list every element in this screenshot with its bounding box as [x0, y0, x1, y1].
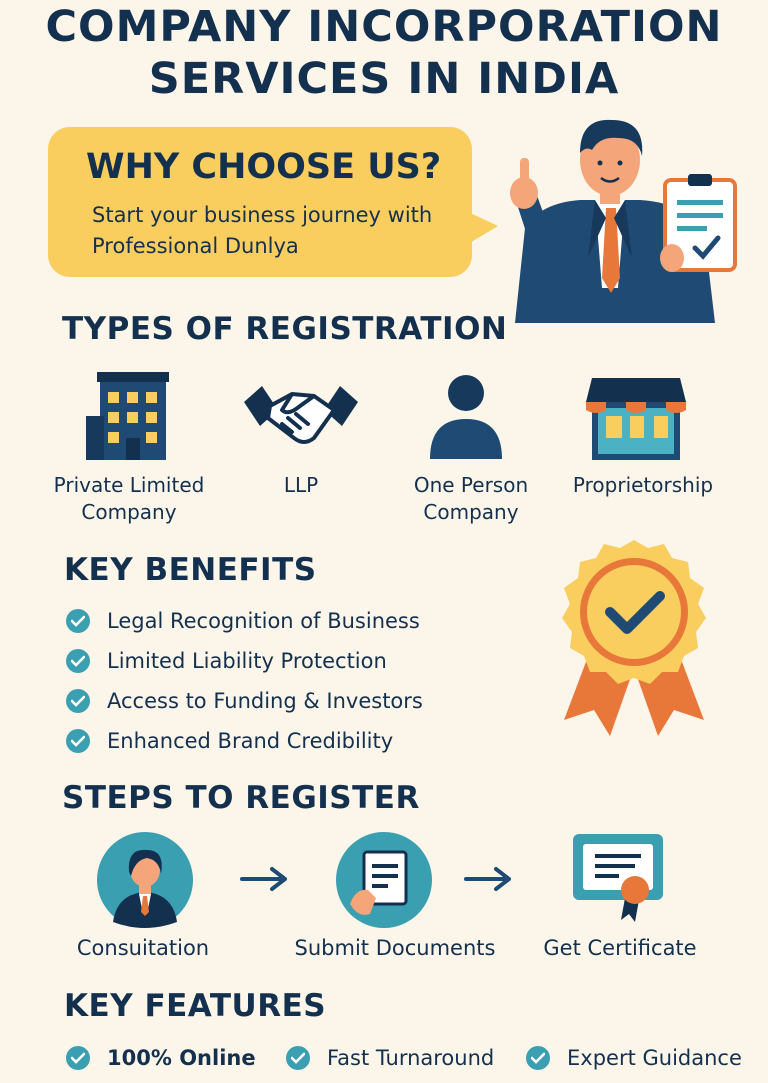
- type-label-private-limited: Private Limited Company: [53, 473, 205, 524]
- why-choose-us-tagline: Start your business journey with Profess…: [92, 203, 433, 258]
- office-building-icon: [84, 372, 174, 460]
- benefit-item: Access to Funding & Investors: [66, 687, 423, 715]
- feature-item: Expert Guidance: [526, 1044, 742, 1072]
- benefit-item: Limited Liability Protection: [66, 647, 387, 675]
- benefit-item: Legal Recognition of Business: [66, 607, 420, 635]
- benefit-text: Legal Recognition of Business: [107, 609, 420, 633]
- page-title-line-1: COMPANY INCORPORATION: [45, 2, 723, 52]
- why-choose-us-heading: WHY CHOOSE US?: [86, 147, 442, 187]
- check-icon: [66, 649, 90, 673]
- benefit-item: Enhanced Brand Credibility: [66, 727, 393, 755]
- feature-item: Fast Turnaround: [286, 1044, 494, 1072]
- feature-text: Expert Guidance: [567, 1046, 742, 1070]
- check-icon: [66, 1046, 90, 1070]
- type-label-one-person: One Person Company: [413, 473, 529, 524]
- consultant-avatar-icon: [97, 832, 193, 928]
- handshake-icon: [242, 380, 360, 450]
- check-icon: [66, 609, 90, 633]
- arrow-right-icon: [464, 867, 511, 891]
- speech-bubble-tail: [468, 212, 498, 244]
- businessman-illustration: [510, 119, 737, 323]
- type-label-llp: LLP: [283, 473, 319, 497]
- step-label-get-certificate: Get Certificate: [543, 936, 697, 960]
- feature-text: Fast Turnaround: [327, 1046, 495, 1070]
- check-icon: [286, 1046, 310, 1070]
- step-label-consultation: Consuitation: [76, 936, 210, 960]
- feature-text: 100% Online: [107, 1046, 256, 1070]
- shop-icon: [586, 378, 686, 460]
- check-icon: [66, 729, 90, 753]
- benefit-text: Limited Liability Protection: [107, 649, 387, 673]
- types-heading: TYPES OF REGISTRATION: [62, 311, 508, 347]
- arrow-right-icon: [240, 867, 287, 891]
- benefit-text: Access to Funding & Investors: [107, 689, 423, 713]
- why-choose-us-bubble: [48, 127, 472, 277]
- features-heading: KEY FEATURES: [64, 988, 327, 1024]
- page-title-line-2: SERVICES IN INDIA: [148, 54, 620, 104]
- person-icon: [430, 375, 502, 459]
- step-label-submit-documents: Submit Documents: [294, 936, 496, 960]
- steps-heading: STEPS TO REGISTER: [62, 780, 420, 816]
- benefit-text: Enhanced Brand Credibility: [107, 729, 394, 753]
- document-hand-icon: [336, 832, 432, 928]
- benefits-heading: KEY BENEFITS: [64, 552, 317, 588]
- check-icon: [66, 689, 90, 713]
- type-label-proprietorship: Proprietorship: [572, 473, 714, 497]
- feature-item: 100% Online: [66, 1044, 256, 1072]
- certificate-icon: [573, 832, 665, 924]
- check-icon: [526, 1046, 550, 1070]
- award-badge-icon: [562, 540, 706, 736]
